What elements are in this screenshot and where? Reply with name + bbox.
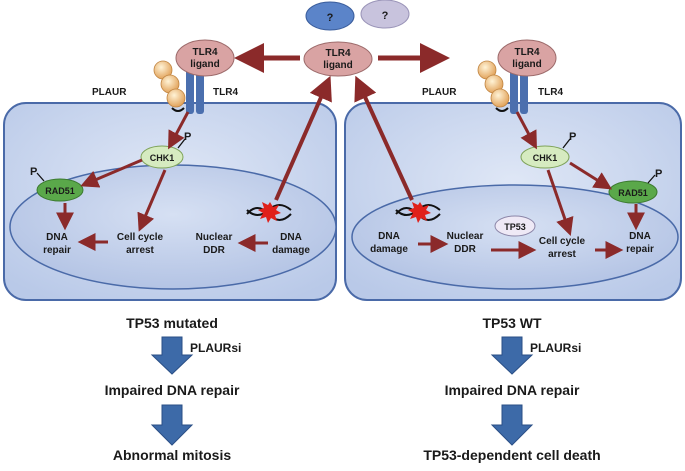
right-cca-l2: arrest xyxy=(548,249,576,260)
left-flow-arrow-2 xyxy=(150,404,194,446)
left-dna-damage: DNA damage xyxy=(272,232,310,256)
right-rad51-phospho: P xyxy=(655,168,662,180)
right-receptor-complex: TLR4 ligand PLAUR TLR4 xyxy=(422,39,563,114)
left-gpi-anchor xyxy=(171,107,185,112)
left-tlr4-label: TLR4 xyxy=(213,87,238,98)
left-flow-arrow-1 xyxy=(150,336,194,375)
left-tlr4-receptor-b xyxy=(196,68,204,114)
left-damage-burst-icon xyxy=(258,202,281,223)
right-dna-repair-l1: DNA xyxy=(629,231,651,242)
left-title: TP53 mutated xyxy=(126,315,218,331)
right-chk1-phospho-line xyxy=(562,138,571,149)
left-plaur-label: PLAUR xyxy=(92,87,127,98)
right-damage-burst-icon xyxy=(408,202,431,223)
left-chk1-phospho: P xyxy=(184,131,191,143)
left-tlr4-receptor-a xyxy=(186,68,194,114)
left-dna-strand-icon xyxy=(246,202,292,223)
right-cca-l1: Cell cycle xyxy=(539,236,586,247)
left-rad51-phospho-line xyxy=(36,172,45,182)
left-plaur-beads xyxy=(153,60,186,108)
left-ligand-label-1: TLR4 xyxy=(193,47,218,58)
central-ligand-label-2: ligand xyxy=(323,60,352,71)
right-title: TP53 WT xyxy=(482,315,542,331)
right-step1-label: PLAURsi xyxy=(530,341,581,355)
left-nddr-l1: Nuclear xyxy=(196,232,233,243)
right-ligand-label-2: ligand xyxy=(512,59,541,70)
left-rad51: RAD51 P xyxy=(30,166,84,202)
question-mark-2: ? xyxy=(382,10,389,22)
right-arrows xyxy=(354,75,645,259)
right-chk1-phospho: P xyxy=(569,131,576,143)
right-plaur-beads xyxy=(477,60,510,108)
right-rad51: RAD51 P xyxy=(608,168,662,204)
left-dnad-l2: damage xyxy=(272,245,310,256)
right-flow-arrow-2 xyxy=(490,404,534,446)
right-cell-cycle-arrest: Cell cycle arrest xyxy=(539,236,586,260)
right-tlr4-receptor-b xyxy=(520,68,528,114)
left-arrows xyxy=(56,75,332,252)
left-step2: Abnormal mitosis xyxy=(113,447,231,463)
right-rad51-label: RAD51 xyxy=(618,188,648,198)
right-gpi-anchor xyxy=(495,107,509,112)
left-dna-repair-l2: repair xyxy=(43,245,71,256)
central-ligand-label-1: TLR4 xyxy=(326,48,351,59)
right-step2: TP53-dependent cell death xyxy=(423,447,600,463)
right-tlr4-receptor-a xyxy=(510,68,518,114)
left-receptor-complex: TLR4 ligand PLAUR TLR4 xyxy=(92,39,238,114)
left-cell xyxy=(3,102,337,301)
left-rad51-label: RAD51 xyxy=(45,186,75,196)
left-rad51-phospho: P xyxy=(30,166,37,178)
central-tlr4-ligand: TLR4 ligand xyxy=(303,41,373,77)
question-circle-blue: ? xyxy=(305,1,355,31)
right-chk1: CHK1 P xyxy=(520,131,576,169)
left-nuclear-ddr: Nuclear DDR xyxy=(196,232,233,256)
left-tlr4-ligand: TLR4 ligand xyxy=(175,39,235,77)
right-step1: Impaired DNA repair xyxy=(445,382,580,398)
right-nddr-l1: Nuclear xyxy=(447,231,484,242)
left-cca-l1: Cell cycle xyxy=(117,232,164,243)
right-dna-repair: DNA repair xyxy=(626,231,654,255)
right-dna-damage: DNA damage xyxy=(370,231,408,255)
right-rad51-phospho-line xyxy=(647,174,656,184)
right-dnad-l1: DNA xyxy=(378,231,400,242)
right-flow-arrow-1 xyxy=(490,336,534,375)
left-dna-repair-l1: DNA xyxy=(46,232,68,243)
right-plaur-label: PLAUR xyxy=(422,87,457,98)
left-cca-l2: arrest xyxy=(126,245,154,256)
left-step1: Impaired DNA repair xyxy=(105,382,240,398)
right-tlr4-ligand: TLR4 ligand xyxy=(497,39,557,77)
right-ligand-label-1: TLR4 xyxy=(515,47,540,58)
left-step1-label: PLAURsi xyxy=(190,341,241,355)
right-chk1-label: CHK1 xyxy=(533,153,558,163)
left-cell-cycle-arrest: Cell cycle arrest xyxy=(117,232,164,256)
left-chk1-label: CHK1 xyxy=(150,153,175,163)
right-nuclear-ddr: Nuclear DDR xyxy=(447,231,484,255)
right-tlr4-label: TLR4 xyxy=(538,87,563,98)
left-dnad-l1: DNA xyxy=(280,232,302,243)
left-dna-repair: DNA repair xyxy=(43,232,71,256)
right-dna-strand-icon xyxy=(395,202,441,223)
right-dna-repair-l2: repair xyxy=(626,244,654,255)
left-outcome-flow: TP53 mutated PLAURsi Impaired DNA repair… xyxy=(105,315,242,463)
right-tp53-label: TP53 xyxy=(504,222,526,232)
right-nddr-l2: DDR xyxy=(454,244,476,255)
right-dnad-l2: damage xyxy=(370,244,408,255)
left-nddr-l2: DDR xyxy=(203,245,225,256)
right-outcome-flow: TP53 WT PLAURsi Impaired DNA repair TP53… xyxy=(423,315,600,463)
right-tp53: TP53 xyxy=(494,215,536,237)
question-mark-1: ? xyxy=(327,12,334,24)
question-circle-lilac: ? xyxy=(360,0,410,29)
left-ligand-label-2: ligand xyxy=(190,59,219,70)
right-nucleus xyxy=(351,184,679,290)
